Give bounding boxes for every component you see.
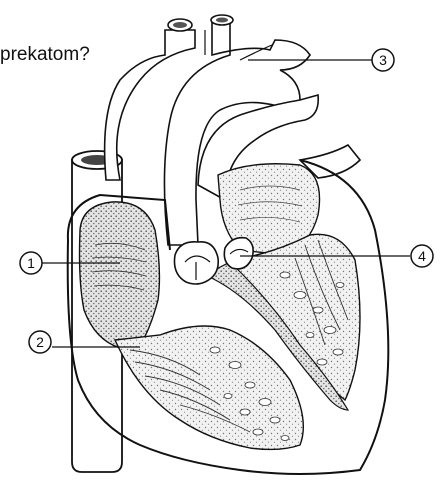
callout-3: 3 (372, 49, 394, 71)
right-ventricle (115, 326, 303, 449)
callout-1-number: 1 (27, 255, 35, 271)
right-atrium (80, 202, 160, 348)
question-text: prekatom? (0, 44, 90, 66)
callout-2-number: 2 (36, 334, 44, 350)
mitral-valve (224, 238, 253, 269)
callout-2: 2 (29, 331, 51, 353)
semilunar-valve (174, 242, 218, 284)
callout-4: 4 (411, 245, 433, 267)
callout-4-number: 4 (418, 248, 426, 264)
callout-1: 1 (20, 252, 42, 274)
callout-3-number: 3 (379, 52, 387, 68)
